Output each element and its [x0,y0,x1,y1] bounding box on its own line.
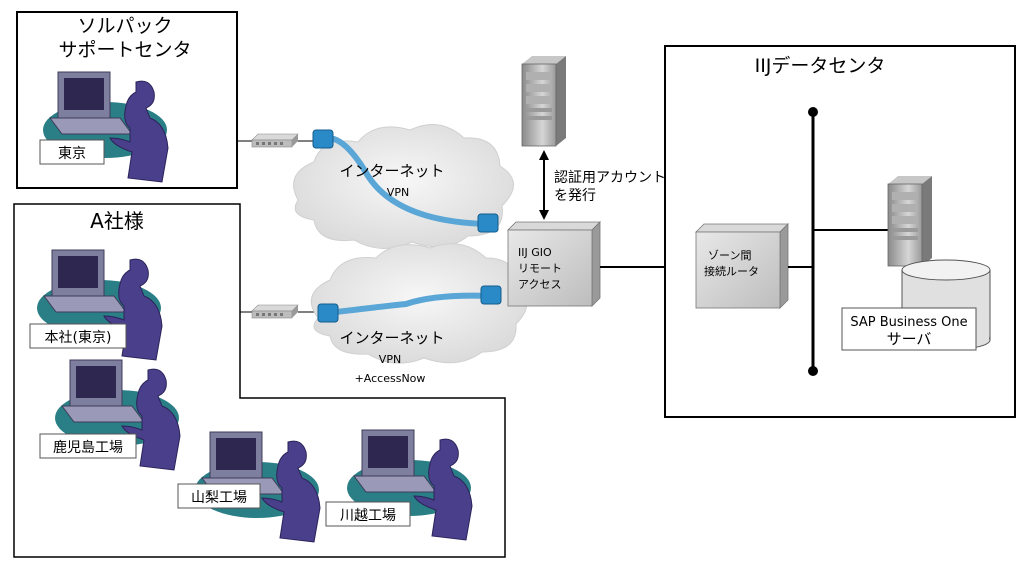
internet-bottom-sub1: VPN [379,353,401,366]
tunnel-end-icon [312,129,334,149]
internet-top-label: インターネット [339,162,444,180]
vpn-tunnel-bottom [335,292,491,315]
tunnel-end-icon [477,213,499,233]
vpn-tunnel-top [327,135,489,227]
remote-access-line3: アクセス [518,278,561,291]
solpac-site-label: 東京 [58,146,86,162]
zone-router-line2: 接続ルータ [704,264,759,278]
tunnel-end-icon [317,303,339,323]
internet-bottom-sub2: +AccessNow [355,372,426,385]
cloud-icon [293,124,514,249]
sap-server-icon [887,175,933,267]
iij-dc-title: IIJデータセンタ [755,55,886,77]
internet-top-sub: VPN [387,186,409,199]
tunnel-end-icon [480,285,502,305]
client-title: A社様 [90,209,144,233]
client-site-kagoshima: 鹿児島工場 [53,439,123,456]
client-site-yamanashi: 山梨工場 [191,490,247,506]
hub-icon [251,304,299,319]
internet-bottom-label: インターネット [339,329,444,347]
auth-note-line1: 認証用アカウント [554,170,666,186]
sap-server-label-line1: SAP Business One [850,315,967,330]
solpac-title-line2: サポートセンタ [58,39,191,61]
zone-router-box [695,223,789,309]
sap-server-label-line2: サーバ [887,330,932,348]
zone-router-line1: ゾーン間 [708,249,751,262]
solpac-title-line1: ソルパック [77,15,172,37]
auth-note-line2: を発行 [554,188,596,204]
remote-access-box [507,221,601,307]
client-site-honsha: 本社(東京) [45,330,112,346]
remote-access-line2: リモート [518,262,562,275]
hub-icon [251,133,299,148]
remote-access-line1: IIJ GIO [518,246,552,259]
client-site-kawagoe: 川越工場 [340,508,396,524]
auth-server-icon [521,55,567,147]
